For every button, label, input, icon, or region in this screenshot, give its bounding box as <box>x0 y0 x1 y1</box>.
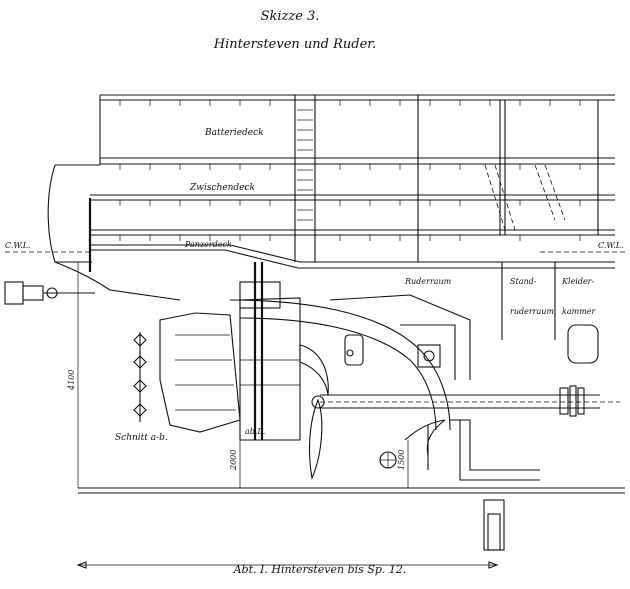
dim-vertical-right: 1500 <box>397 450 406 470</box>
dimension-lines: 4100 2000 1500 <box>67 261 409 488</box>
bulkheads <box>294 95 599 340</box>
rudder-assembly <box>159 262 301 441</box>
panzerdeck-region: Panzerdeck <box>90 229 615 269</box>
figure-number: Skizze 3. <box>261 9 320 24</box>
dim-vertical-left: 4100 <box>67 370 76 391</box>
kammer-label: kammer <box>562 307 597 316</box>
propeller-shaft <box>320 385 620 417</box>
waterline: C.W.L. C.W.L. <box>5 241 625 253</box>
batteriedeck-label: Batteriedeck <box>204 128 264 138</box>
frame-ticks <box>119 100 581 241</box>
cwl-right-label: C.W.L. <box>598 241 624 250</box>
batteriedeck-region: Batteriedeck <box>100 128 615 165</box>
propeller <box>299 344 329 480</box>
kleider-label: Kleider- <box>561 277 595 286</box>
upper-deck-lines <box>99 94 615 165</box>
schnitt-label: Schnitt a-b. <box>115 433 168 443</box>
stern-hull-outline <box>47 164 181 301</box>
stand-label: Stand- <box>510 277 537 286</box>
zwischendeck-label: Zwischendeck <box>189 183 255 193</box>
bottom-dimension: Abt. I. Hintersteven bis Sp. 12. <box>76 561 499 576</box>
cwl-left-label: C.W.L. <box>5 241 31 250</box>
ladder-hatching <box>297 109 566 231</box>
ab-label: ab.L. <box>245 427 265 436</box>
dim-vertical-mid: 2000 <box>229 450 238 471</box>
zwischendeck-region: Zwischendeck <box>90 183 615 201</box>
standruderraum-label: ruderraum <box>510 307 554 316</box>
bottom-bollard <box>483 499 505 551</box>
ruderraum-label: Ruderraum <box>404 277 452 286</box>
sternpost-frame <box>229 294 599 431</box>
keel-line <box>78 487 625 494</box>
figure-title: Hintersteven und Ruder. <box>213 37 376 52</box>
bottom-dimension-label: Abt. I. Hintersteven bis Sp. 12. <box>233 563 407 576</box>
lower-bracket <box>450 419 540 481</box>
section-markers <box>133 332 147 422</box>
panzerdeck-label: Panzerdeck <box>184 240 232 249</box>
anchor-fitting <box>379 419 446 470</box>
left-shaft <box>4 281 95 305</box>
